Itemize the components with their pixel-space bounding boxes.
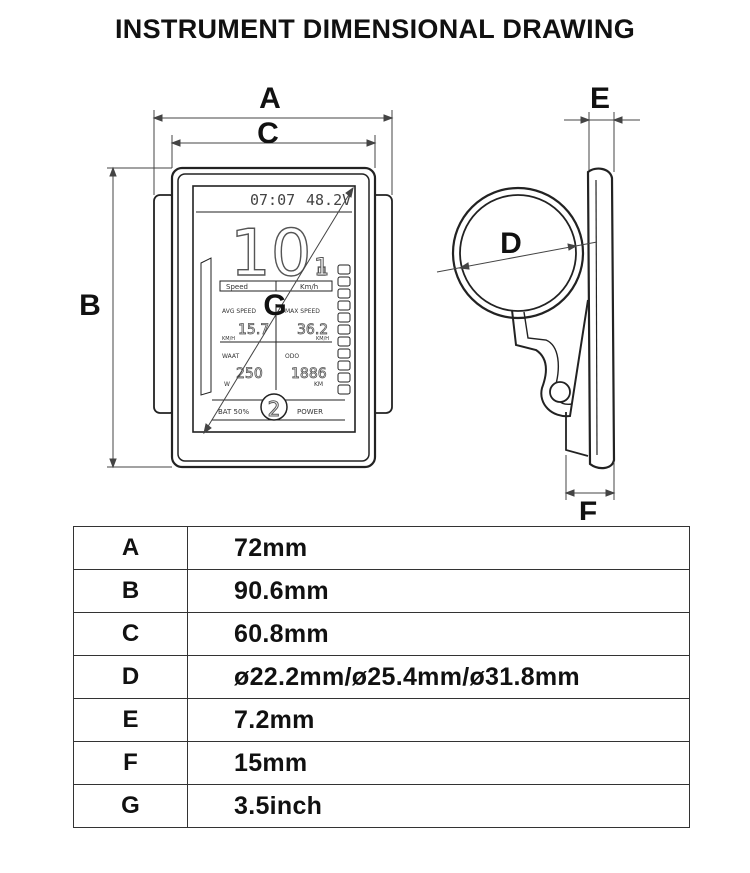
front-dimension-lines [107, 110, 394, 469]
spec-value: 3.5inch [187, 784, 690, 828]
spec-value: 90.6mm [187, 569, 690, 613]
odo-value: 1886 [291, 366, 327, 382]
watt-unit: W [224, 381, 230, 388]
label-b: B [79, 289, 101, 322]
dimension-drawing: 07:07 48.2V 10. 1 Speed Km/h AVG SPEED M… [79, 82, 640, 520]
power-segments [337, 264, 351, 395]
speed-label: Speed [226, 283, 248, 291]
spec-value: 60.8mm [187, 612, 690, 656]
speed-unit: Km/h [300, 283, 318, 291]
odo-label: ODO [285, 353, 299, 360]
table-row: G 3.5inch [73, 784, 690, 828]
housing-inner [177, 173, 370, 462]
odo-unit: KM [314, 381, 323, 388]
spec-key: G [73, 784, 188, 828]
label-f: F [579, 496, 597, 520]
spec-key: E [73, 698, 188, 742]
watt-label: WAAT [222, 353, 240, 360]
table-row: C 60.8mm [73, 612, 690, 656]
spec-key: A [73, 526, 188, 570]
table-row: B 90.6mm [73, 569, 690, 613]
pivot-hole [549, 381, 571, 403]
clamp-ring-outer [451, 186, 585, 320]
spec-key: F [73, 741, 188, 785]
avg-speed-unit: KM/H [222, 336, 235, 342]
screen-voltage: 48.2V [306, 191, 351, 209]
screen-frame [192, 185, 356, 433]
screen-speed-decimal: 1 [314, 253, 329, 281]
avg-speed-label: AVG SPEED [222, 308, 256, 315]
spec-value: ø22.2mm/ø25.4mm/ø31.8mm [187, 655, 690, 699]
spec-value: 72mm [187, 526, 690, 570]
label-a: A [259, 82, 281, 115]
power-label: POWER [297, 408, 323, 416]
label-d: D [500, 227, 522, 260]
spec-value: 15mm [187, 741, 690, 785]
spec-key: B [73, 569, 188, 613]
side-dimension-lines [436, 112, 640, 500]
spec-table: A 72mm B 90.6mm C 60.8mm D ø22.2mm/ø25.4… [73, 526, 690, 828]
spec-key: D [73, 655, 188, 699]
clamp-ring-inner [459, 194, 577, 312]
label-c: C [257, 117, 279, 150]
table-row: D ø22.2mm/ø25.4mm/ø31.8mm [73, 655, 690, 699]
screen-time: 07:07 [250, 191, 295, 209]
spec-key: C [73, 612, 188, 656]
table-row: A 72mm [73, 526, 690, 570]
assist-level: 2 [268, 397, 281, 421]
screen-content: 07:07 48.2V 10. 1 Speed Km/h AVG SPEED M… [218, 191, 351, 422]
avg-speed-value: 15.7 [238, 322, 269, 338]
label-e: E [590, 82, 610, 115]
max-speed-label: MAX SPEED [285, 308, 320, 315]
table-row: E 7.2mm [73, 698, 690, 742]
side-view [451, 167, 616, 470]
page-title: INSTRUMENT DIMENSIONAL DRAWING [115, 14, 635, 44]
screen-speed-big: 10. [230, 217, 332, 291]
display-side [586, 167, 616, 470]
label-g: G [263, 289, 286, 322]
battery-label: BAT 50% [218, 408, 249, 416]
table-row: F 15mm [73, 741, 690, 785]
housing-outer [170, 166, 377, 469]
max-speed-unit: KM/H [316, 336, 329, 342]
max-speed-value: 36.2 [297, 322, 328, 338]
front-view [153, 166, 393, 469]
spec-value: 7.2mm [187, 698, 690, 742]
